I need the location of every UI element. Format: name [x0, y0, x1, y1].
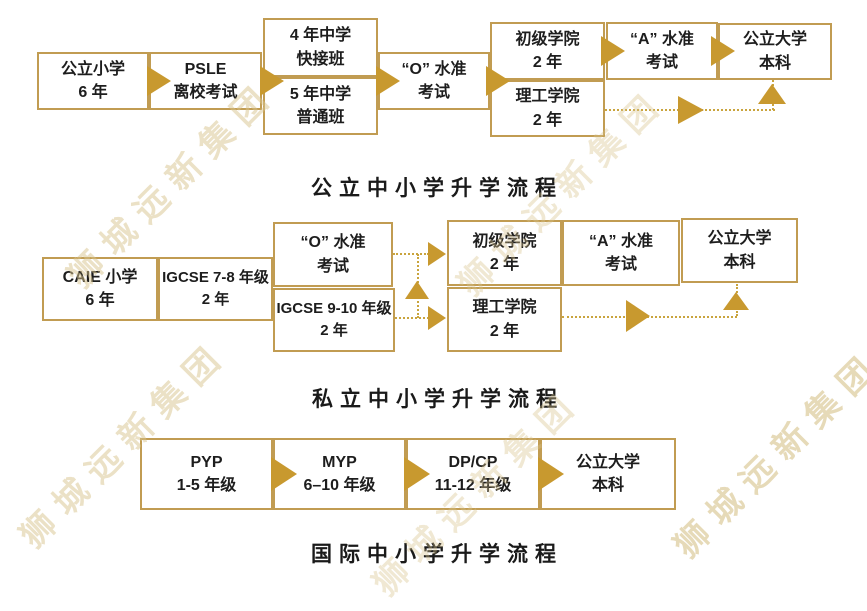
up-arrow-into-university-icon	[758, 84, 786, 104]
box-line: 6 年	[85, 292, 115, 309]
box-line: IGCSE 9-10 年级	[276, 300, 392, 318]
dotted-path-arrow-private-icon	[626, 300, 650, 332]
up-arrow-igcse-to-olevel-icon	[405, 281, 429, 299]
box-line: 2 年	[489, 256, 520, 273]
box-igcse-7-8: IGCSE 7-8 年级 2 年	[158, 257, 273, 321]
box-line: “O” 水准	[401, 60, 467, 78]
box-line: 公立大学	[742, 31, 807, 49]
dotted-path-arrow-icon	[678, 96, 704, 124]
box-junior-college: 初级学院 2 年	[490, 22, 605, 80]
box-line: 4 年中学	[289, 27, 352, 45]
box-line: 公立大学	[575, 453, 640, 471]
box-line: CAIE 小学	[62, 268, 138, 286]
box-line: “A” 水准	[588, 232, 653, 250]
box-line: “O” 水准	[300, 234, 366, 252]
box-caie-primary: CAIE 小学 6 年	[42, 257, 158, 321]
box-line: 考试	[645, 54, 678, 71]
arrow-alevel-to-university-icon	[711, 36, 735, 66]
arrow-psle-to-secondary-icon	[260, 66, 284, 96]
arrow-dp-to-university-icon	[538, 457, 564, 491]
watermark-text: 狮城远新集团	[667, 343, 867, 566]
box-line: 离校考试	[173, 84, 238, 101]
box-polytechnic-private: 理工学院 2 年	[447, 287, 562, 352]
arrow-jc-to-alevel-icon	[601, 36, 625, 66]
box-public-university-private: 公立大学 本科	[681, 218, 798, 283]
box-line: 2 年	[320, 322, 348, 339]
box-line: 2 年	[201, 291, 230, 308]
box-line: 本科	[591, 477, 624, 494]
arrow-olevel-to-college-icon	[486, 66, 510, 96]
box-myp: MYP 6–10 年级	[273, 438, 406, 510]
arrow-secondary-to-olevel-icon	[376, 66, 400, 96]
arrow-pyp-to-myp-icon	[271, 457, 297, 491]
box-line: 公立小学	[60, 60, 125, 78]
chart2-title: 私立中小学升学流程	[312, 388, 564, 411]
box-public-university: 公立大学 本科	[718, 23, 832, 80]
dotted-line-igcse-to-poly	[395, 317, 429, 319]
box-line: IGCSE 7-8 年级	[162, 269, 269, 287]
box-line: 2 年	[489, 322, 520, 340]
dotted-line-olevel-to-jc	[393, 253, 429, 255]
box-line: 理工学院	[515, 88, 580, 106]
box-a-level-exam-private: “A” 水准 考试	[562, 220, 680, 286]
dotted-arrow-into-poly-icon	[428, 306, 446, 330]
box-line: 2 年	[532, 54, 563, 71]
box-dp-cp: DP/CP 11-12 年级	[406, 438, 540, 510]
box-line: “A” 水准	[629, 30, 694, 48]
box-line: 公立大学	[707, 230, 772, 248]
arrow-myp-to-dp-icon	[404, 457, 430, 491]
box-o-level-exam-private: “O” 水准 考试	[273, 222, 393, 287]
box-line: 2 年	[532, 111, 563, 129]
box-line: 11-12 年级	[434, 477, 512, 494]
box-line: 考试	[417, 84, 450, 101]
box-line: 6 年	[78, 84, 108, 101]
box-line: 初级学院	[515, 30, 580, 48]
box-line: 1-5 年级	[176, 477, 237, 494]
dotted-arrow-into-jc-icon	[428, 242, 446, 266]
box-line: 考试	[604, 256, 637, 273]
up-arrow-into-university-private-icon	[723, 292, 749, 310]
box-line: DP/CP	[448, 453, 498, 471]
box-igcse-9-10: IGCSE 9-10 年级 2 年	[273, 288, 395, 352]
box-public-primary: 公立小学 6 年	[37, 52, 149, 110]
box-line: MYP	[322, 453, 357, 471]
chart3-title: 国际中小学升学流程	[311, 543, 563, 566]
box-line: 6–10 年级	[303, 477, 376, 494]
box-line: 普通班	[296, 109, 345, 126]
box-line: PYP	[190, 453, 223, 471]
box-line: 考试	[316, 257, 349, 275]
box-line: 理工学院	[472, 299, 537, 317]
box-line: 本科	[758, 54, 791, 72]
box-line: PSLE	[184, 60, 227, 78]
box-o-level-exam: “O” 水准 考试	[378, 52, 490, 110]
chart1-title: 公立中小学升学流程	[311, 177, 563, 200]
box-junior-college-private: 初级学院 2 年	[447, 220, 562, 286]
box-line: 快接班	[296, 50, 345, 68]
box-pyp: PYP 1-5 年级	[140, 438, 273, 510]
arrow-primary-to-psle-icon	[147, 66, 171, 96]
box-line: 本科	[723, 253, 756, 271]
box-line: 初级学院	[472, 232, 537, 250]
box-line: 5 年中学	[289, 85, 352, 103]
